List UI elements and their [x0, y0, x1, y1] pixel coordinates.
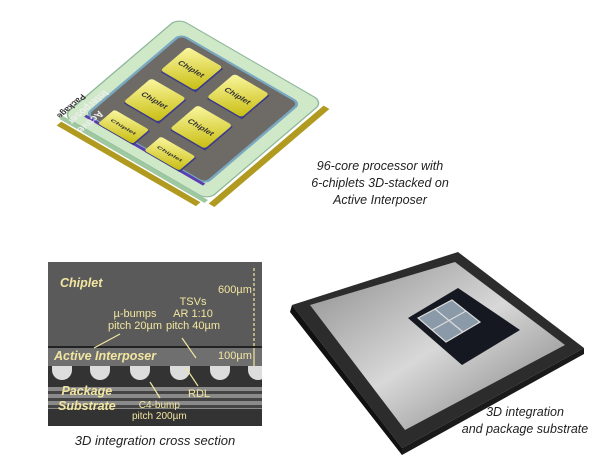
annotation-arrows — [93, 268, 255, 399]
interposer-label: Active Interposer — [54, 349, 157, 363]
chiplet-thickness: 600µm — [218, 284, 252, 296]
label-line: Substrate — [58, 399, 116, 413]
package-caption: 3D integration and package substrate — [450, 404, 600, 438]
package-photo — [290, 252, 584, 455]
chiplets: Chiplet Chiplet Chiplet Chiplet — [123, 47, 270, 151]
cross-section-caption: 3D integration cross section — [74, 433, 236, 448]
label-line: AR 1:10 — [173, 308, 213, 320]
label-line: Package — [61, 384, 113, 398]
caption-line: 3D integration — [486, 405, 564, 419]
caption-line: Active Interposer — [333, 193, 427, 207]
label-line: µ-bumps — [113, 308, 157, 320]
label-line: pitch 40µm — [166, 320, 221, 332]
chiplet-label: Chiplet — [60, 276, 103, 290]
caption-line: 96-core processor with — [316, 159, 444, 173]
label-line: pitch 200µm — [132, 411, 187, 422]
caption-line: and package substrate — [461, 422, 589, 436]
label-line: C4-bump — [138, 400, 180, 411]
label-line: TSVs — [179, 296, 207, 308]
top-caption: 96-core processor with 6-chiplets 3D-sta… — [300, 158, 460, 209]
label-line: pitch 20µm — [108, 320, 163, 332]
caption-line: 6-chiplets 3D-stacked on — [311, 176, 449, 190]
interposer-thickness: 100µm — [218, 350, 252, 362]
rdl-label: RDL — [188, 388, 211, 400]
